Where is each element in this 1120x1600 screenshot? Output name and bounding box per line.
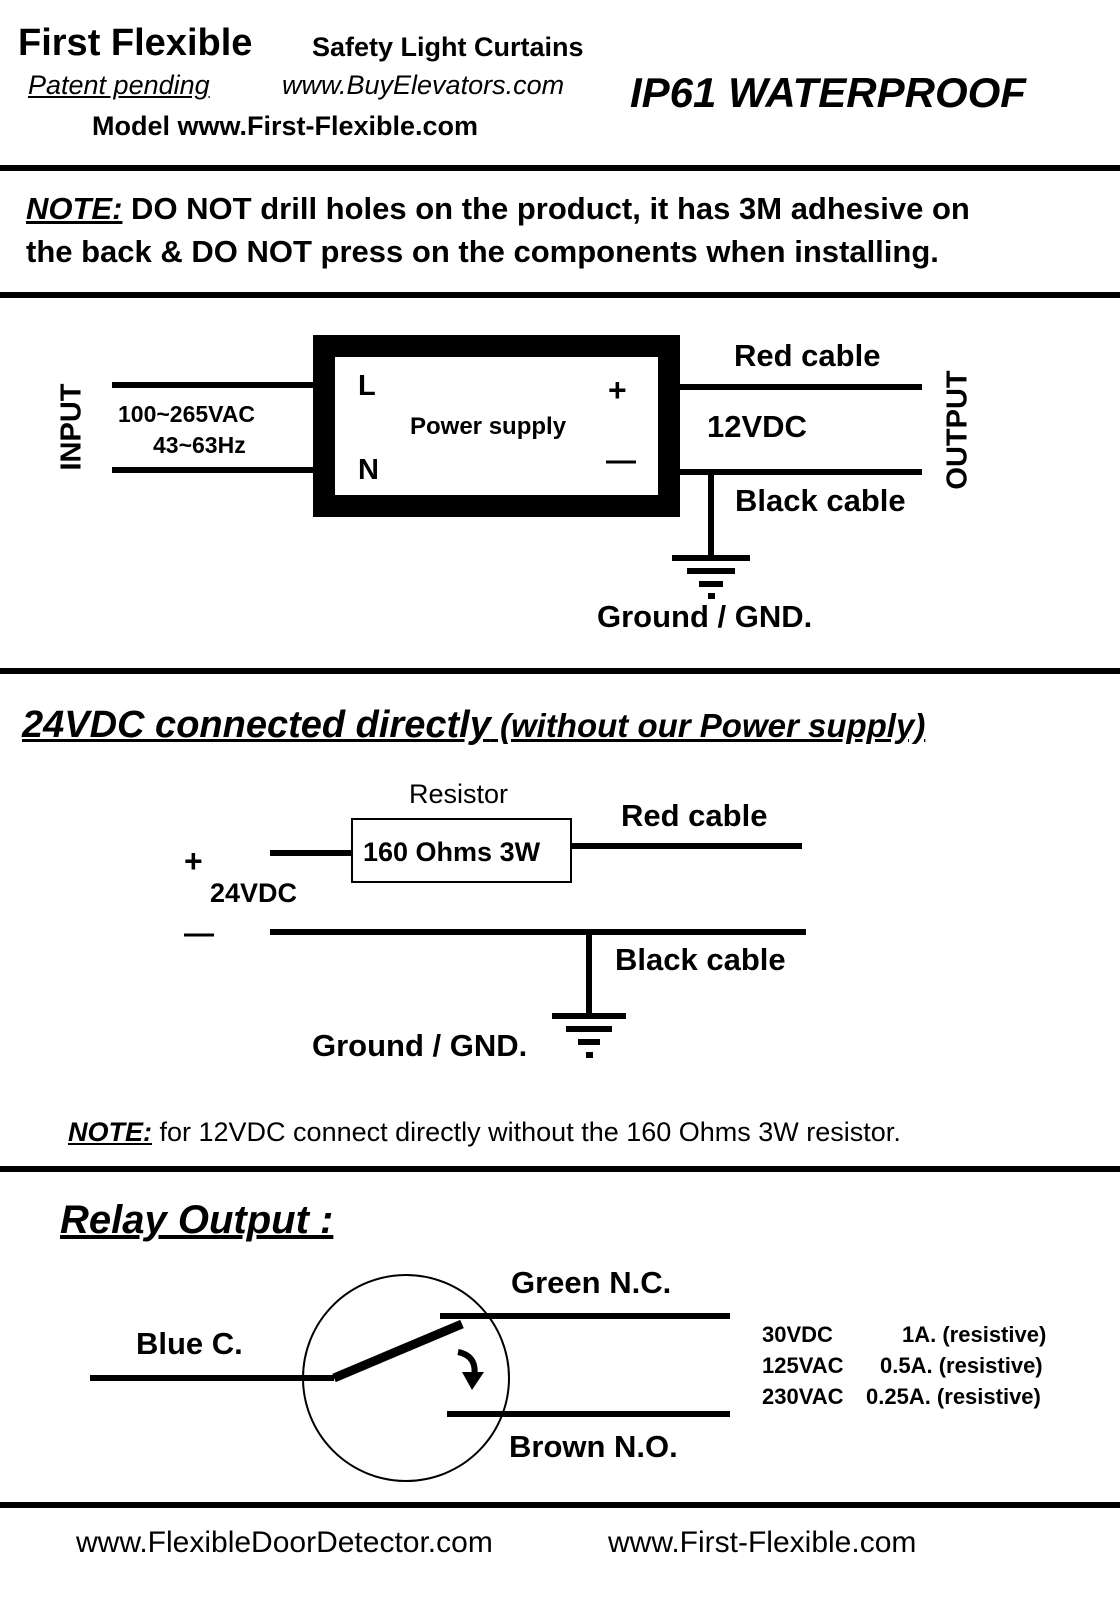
ground-icon [672, 555, 750, 599]
common-label: Blue C. [136, 1326, 243, 1361]
ground-icon [552, 1013, 626, 1058]
no-label: Brown N.O. [509, 1429, 678, 1464]
power-supply-label: Power supply [410, 413, 567, 440]
resistor-value: 160 Ohms 3W [363, 837, 541, 867]
title-suffix: (without our Power supply) [490, 707, 926, 744]
plus-sign: + [184, 843, 203, 879]
divider [0, 1502, 1120, 1508]
rating-voltage: 30VDC [762, 1322, 833, 1347]
power-supply-box [313, 335, 680, 517]
relay-contact-arm [332, 1319, 464, 1383]
note-12vdc: NOTE: for 12VDC connect directly without… [68, 1119, 901, 1146]
header-subtitle: Safety Light Curtains [312, 32, 584, 62]
note-text-1: DO NOT drill holes on the product, it ha… [122, 191, 970, 226]
rating-current: 0.25A. (resistive) [866, 1384, 1041, 1409]
nc-label: Green N.C. [511, 1265, 672, 1300]
patent-text: Patent pending [28, 70, 210, 100]
rating-current: 0.5A. (resistive) [880, 1353, 1043, 1378]
divider [0, 292, 1120, 298]
divider [0, 165, 1120, 171]
resistor-label: Resistor [409, 779, 509, 809]
red-cable-label: Red cable [734, 338, 881, 373]
ground-label-24: Ground / GND. [312, 1028, 528, 1063]
divider [0, 1166, 1120, 1172]
rating-current: 1A. (resistive) [902, 1322, 1047, 1347]
black-cable-label: Black cable [735, 483, 906, 518]
minus-sign: — [184, 917, 214, 950]
footer-link-detector[interactable]: www.FlexibleDoorDetector.com [76, 1526, 493, 1559]
note-line-2: the back & DO NOT press on the component… [26, 234, 939, 269]
model-text: Model www.First-Flexible.com [92, 111, 479, 141]
title-main: 24VDC connected directly [22, 704, 491, 746]
note-label: NOTE: [26, 191, 123, 226]
input-voltage: 100~265VAC [118, 401, 256, 427]
output-voltage: 12VDC [707, 409, 807, 444]
ground-label: Ground / GND. [597, 599, 813, 634]
rating-voltage: 230VAC [762, 1384, 844, 1409]
terminal-minus: — [606, 444, 636, 477]
output-label: OUTPUT [941, 370, 974, 490]
switch-arrow-icon [457, 1349, 484, 1390]
relay-title: Relay Output : [60, 1198, 334, 1242]
input-label: INPUT [55, 383, 88, 471]
note-label: NOTE: [68, 1117, 152, 1147]
direct-24vdc-title: 24VDC connected directly (without our Po… [22, 706, 925, 744]
red-cable-label-24: Red cable [621, 798, 768, 833]
brand-title: First Flexible [18, 22, 253, 64]
supply-voltage: 24VDC [210, 878, 298, 908]
terminal-l: L [358, 370, 376, 402]
note-line-1: NOTE: DO NOT drill holes on the product,… [26, 193, 970, 224]
terminal-n: N [358, 454, 379, 486]
resistor-box [351, 818, 572, 883]
terminal-plus: + [608, 372, 627, 408]
rating-text: IP61 WATERPROOF [630, 69, 1026, 116]
note-12vdc-text: for 12VDC connect directly without the 1… [152, 1117, 901, 1147]
footer-link-first-flexible[interactable]: www.First-Flexible.com [608, 1526, 917, 1559]
black-cable-label-24: Black cable [615, 942, 786, 977]
rating-voltage: 125VAC [762, 1353, 844, 1378]
divider [0, 668, 1120, 674]
buy-elevators-link[interactable]: www.BuyElevators.com [282, 70, 565, 100]
input-frequency: 43~63Hz [153, 432, 246, 458]
